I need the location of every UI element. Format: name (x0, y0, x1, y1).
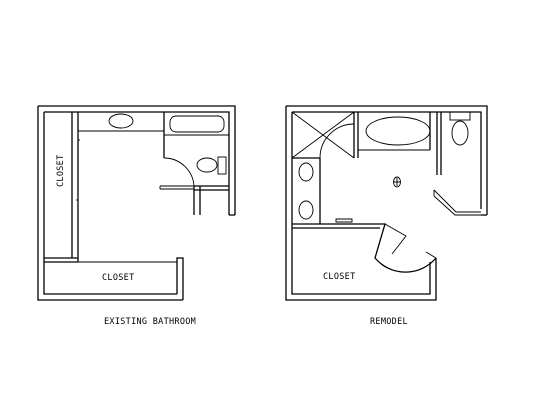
existing-side-closet-label: CLOSET (56, 154, 66, 187)
existing-toilet-alcove (159, 156, 229, 215)
existing-tub (163, 112, 229, 158)
remodel-toilet-tank (449, 111, 471, 121)
existing-tub-basin (169, 115, 225, 133)
remodel-sink-1 (298, 162, 314, 182)
shower-door-swing (319, 123, 355, 159)
existing-vanity (78, 113, 164, 132)
existing-toilet-tank (217, 156, 227, 175)
existing-door-swing (163, 157, 195, 187)
remodel-shower (291, 111, 359, 159)
existing-walls (37, 105, 236, 301)
existing-bottom-closet-label: CLOSET (102, 273, 135, 283)
remodel-tub-basin (365, 116, 431, 146)
existing-bottom-closet-wall (44, 257, 177, 263)
remodel-sink-2 (298, 200, 314, 220)
remodel-floor-fixture (393, 176, 401, 188)
remodel-closet-wall (292, 218, 437, 273)
remodel-toilet-bowl (451, 120, 469, 146)
remodel-threshold (335, 218, 353, 223)
remodel-plan: CLOSET (285, 105, 488, 301)
remodel-tub (358, 112, 431, 151)
existing-sink (108, 113, 134, 129)
remodel-closet-label: CLOSET (323, 272, 356, 282)
existing-bathroom-plan: CLOSET CLOSET (37, 105, 236, 301)
remodel-toilet-room (433, 111, 481, 216)
remodel-vanity (298, 158, 321, 224)
remodel-caption: REMODEL (370, 317, 408, 327)
existing-toilet-bowl (196, 157, 218, 173)
existing-bathroom-caption: EXISTING BATHROOM (104, 317, 196, 327)
existing-side-closet-wall (71, 112, 80, 262)
remodel-walls (285, 105, 488, 301)
